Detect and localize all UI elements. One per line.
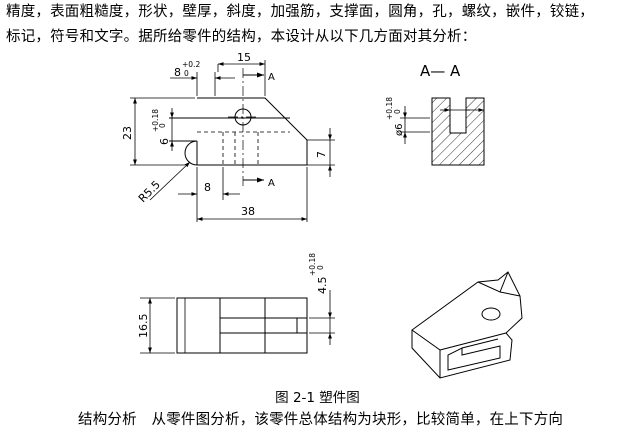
dim-6-tol-upper: +0.18 — [151, 109, 160, 132]
dim-45-tol-lower: 0 — [316, 265, 325, 270]
paragraph-line-2: 标记，符号和文字。据所给零件的结构，本设计从以下几方面对其分析： — [6, 29, 477, 45]
dim-23: 23 — [121, 126, 134, 140]
section-title: A— A — [420, 62, 461, 80]
dim-8: 8 — [174, 66, 181, 79]
dim-8-bottom: 8 — [204, 181, 211, 194]
dim-165: 16.5 — [137, 314, 150, 339]
top-view: 16.5 4.5 +0.18 0 — [137, 253, 335, 354]
dim-8-tol-upper: +0.2 — [182, 60, 200, 69]
dim-38: 38 — [241, 205, 255, 218]
dim-6: 6 — [158, 138, 171, 145]
dim-45: 4.5 — [316, 277, 329, 295]
dim-phi6-tol-lower: 0 — [393, 109, 402, 114]
isometric-view — [411, 271, 523, 379]
dim-phi6-tol-upper: +0.18 — [385, 97, 394, 120]
section-mark-bottom: A — [268, 178, 275, 189]
section-view: A— A ø6 +0.18 0 — [385, 62, 485, 166]
dim-45-tol-upper: +0.18 — [308, 253, 317, 276]
paragraph-line-3: 结构分析 从零件图分析，该零件总体结构为块形，比较简单，在上下方向 — [78, 412, 564, 428]
dim-7: 7 — [315, 151, 328, 158]
dim-15: 15 — [237, 51, 251, 64]
dim-8-tol-lower: 0 — [184, 69, 189, 78]
dim-6-tol-lower: 0 — [158, 123, 167, 128]
figure-caption: 图 2-1 塑件图 — [275, 390, 360, 406]
front-view: A A 8 +0.2 0 15 23 6 +0.18 0 7 — [121, 51, 335, 222]
paragraph-line-1: 精度，表面粗糙度，形状，壁厚，斜度，加强筋，支撑面，圆角，孔，螺纹，嵌件，铰链， — [6, 4, 594, 20]
section-mark-top: A — [268, 72, 275, 83]
dim-phi6: ø6 — [394, 124, 405, 136]
